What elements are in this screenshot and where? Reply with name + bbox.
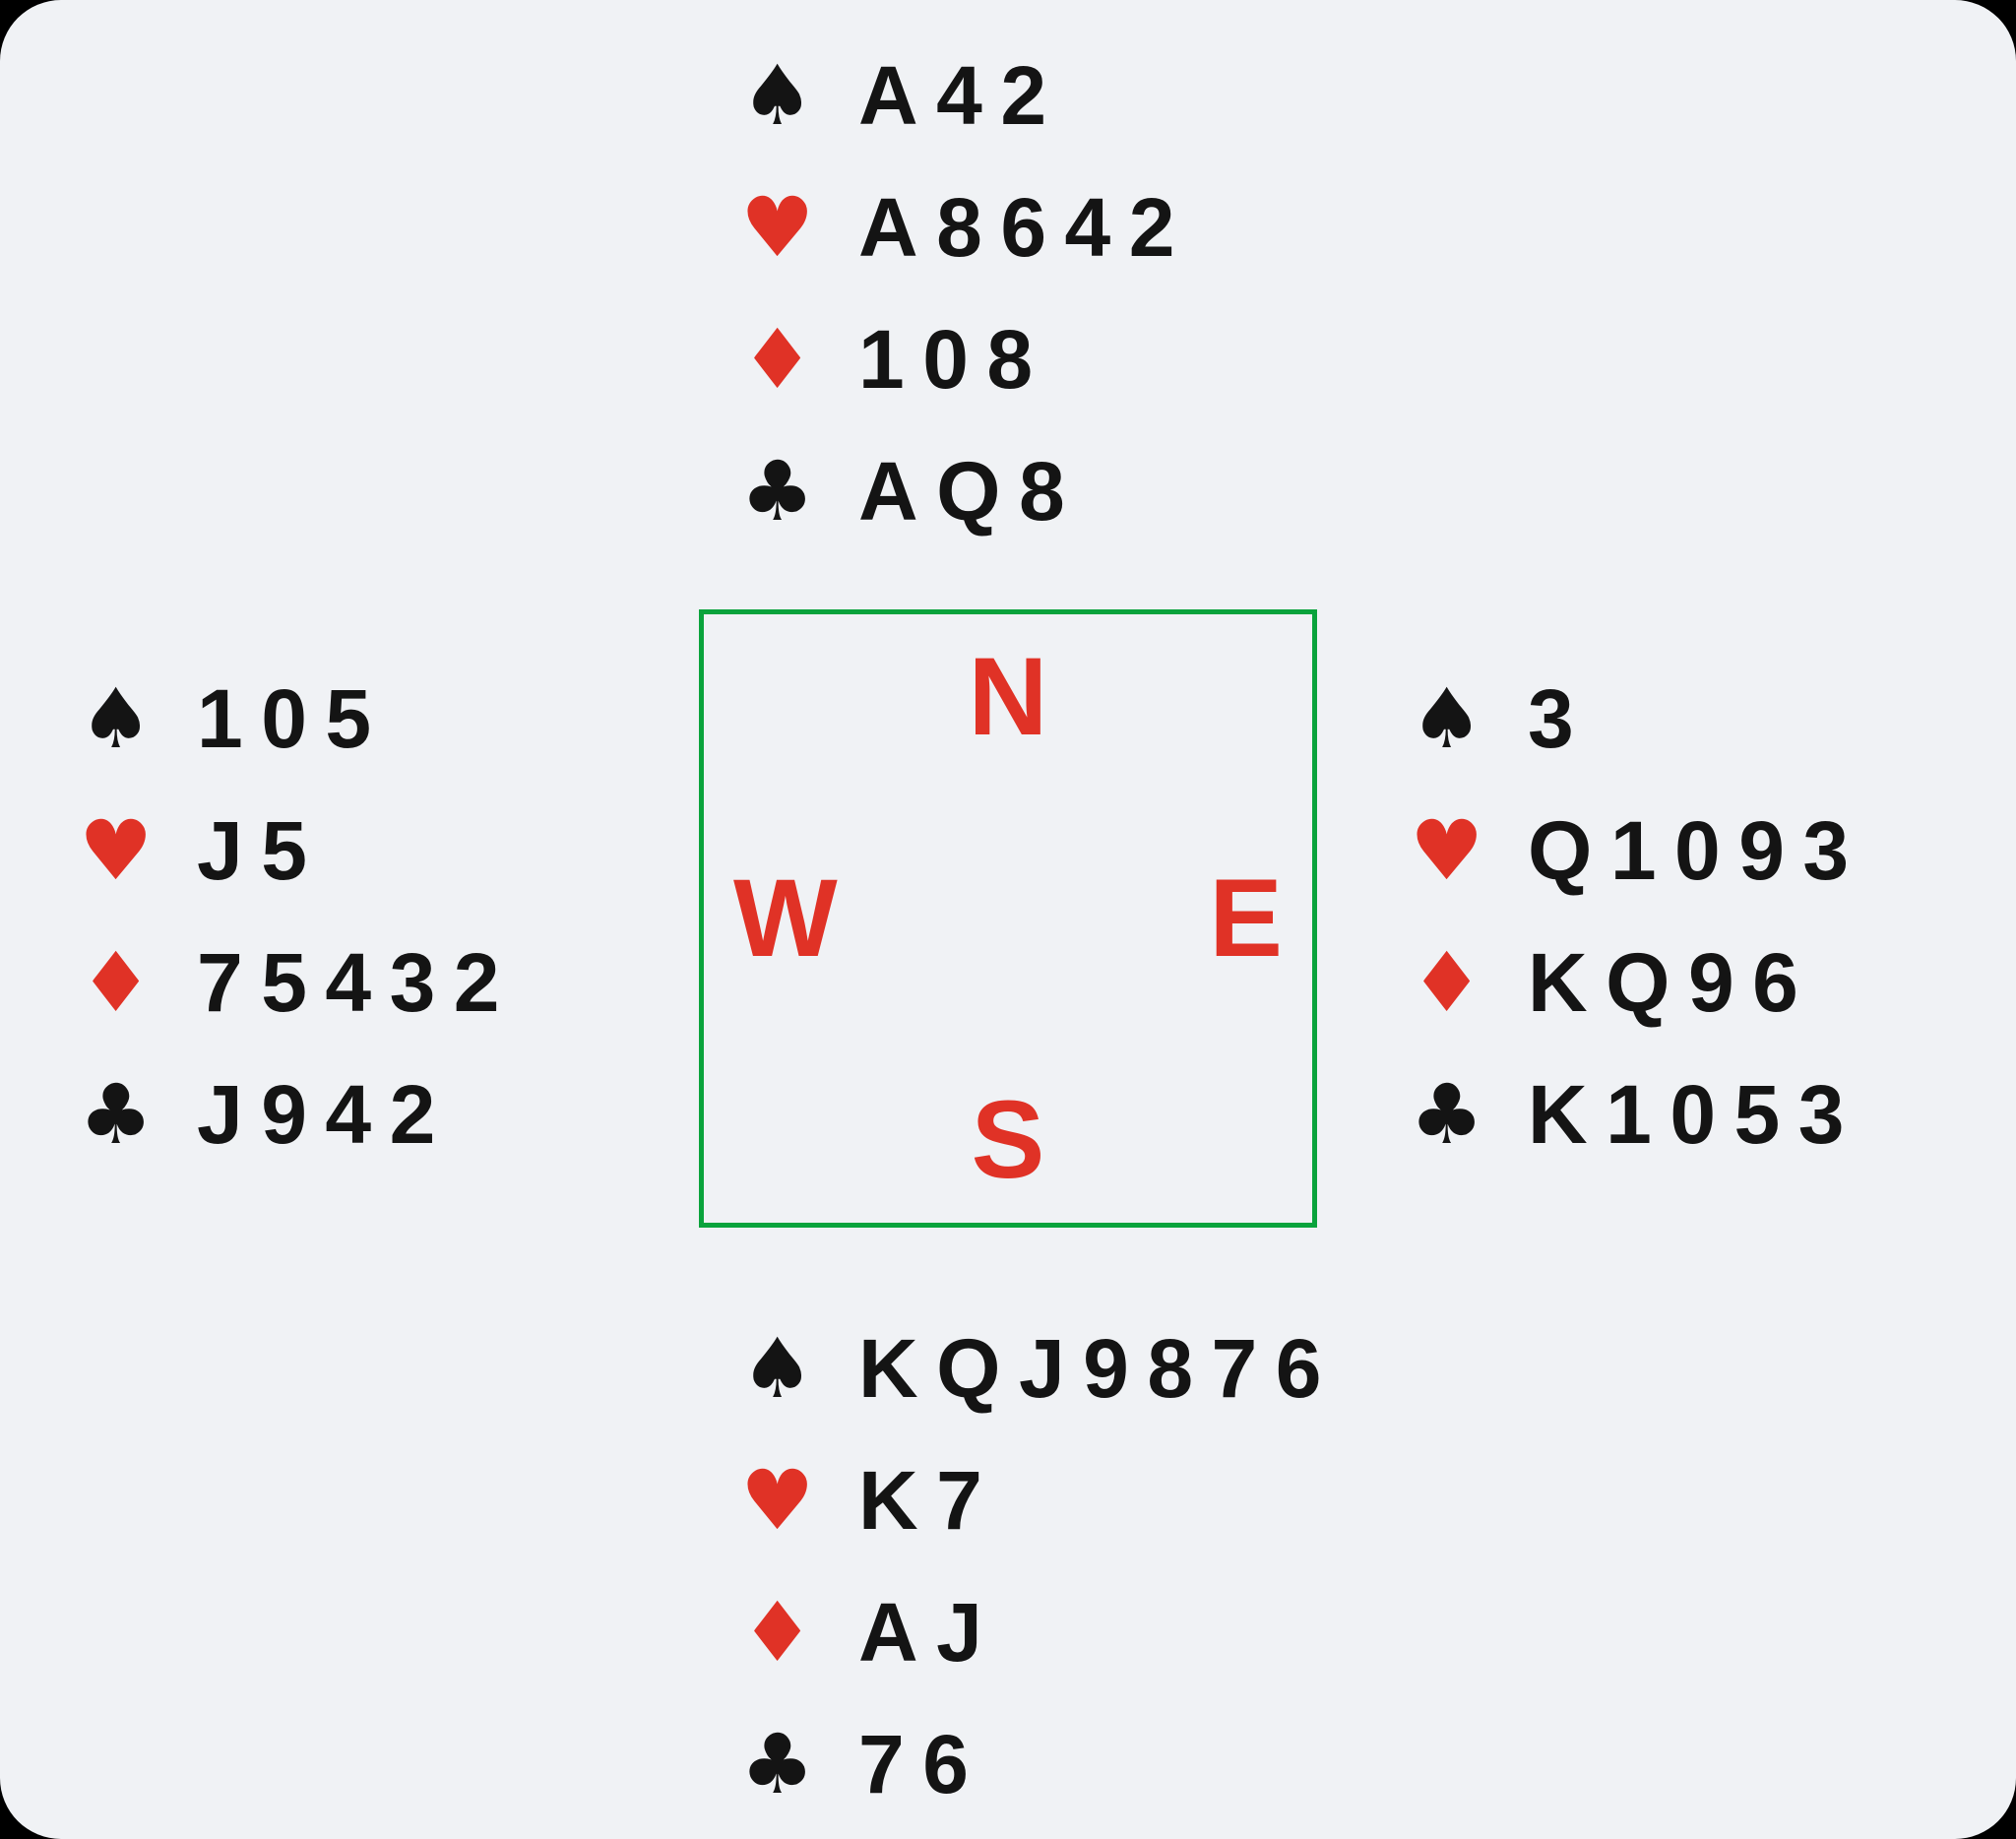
west-clubs-row: ♣ J942 bbox=[79, 1048, 518, 1180]
east-diamonds-cards: KQ96 bbox=[1528, 936, 1817, 1029]
diamond-icon: ♦ bbox=[740, 1584, 815, 1680]
club-icon: ♣ bbox=[1410, 1066, 1484, 1163]
hand-west: ♠ 105 ♥ J5 ♦ 75432 ♣ J942 bbox=[79, 653, 518, 1180]
north-hearts-cards: A8642 bbox=[858, 181, 1193, 274]
west-hearts-row: ♥ J5 bbox=[79, 785, 518, 917]
spade-icon: ♠ bbox=[740, 47, 815, 144]
west-spades-cards: 105 bbox=[197, 672, 390, 765]
east-clubs-cards: K1053 bbox=[1528, 1068, 1862, 1161]
club-icon: ♣ bbox=[79, 1066, 154, 1163]
west-clubs-cards: J942 bbox=[197, 1068, 454, 1161]
spade-icon: ♠ bbox=[79, 670, 154, 767]
east-hearts-cards: Q1093 bbox=[1528, 804, 1867, 897]
north-clubs-cards: AQ8 bbox=[858, 445, 1084, 538]
south-clubs-cards: 76 bbox=[858, 1718, 987, 1810]
compass-west-label: W bbox=[733, 856, 838, 980]
compass-south-label: S bbox=[971, 1078, 1045, 1201]
north-hearts-row: ♥ A8642 bbox=[740, 161, 1193, 293]
east-hearts-row: ♥ Q1093 bbox=[1410, 785, 1867, 917]
east-spades-row: ♠ 3 bbox=[1410, 653, 1867, 785]
south-diamonds-row: ♦ AJ bbox=[740, 1566, 1340, 1698]
north-spades-cards: A42 bbox=[858, 49, 1065, 142]
west-diamonds-cards: 75432 bbox=[197, 936, 518, 1029]
diamond-icon: ♦ bbox=[740, 311, 815, 408]
south-clubs-row: ♣ 76 bbox=[740, 1698, 1340, 1830]
compass-box: N W E S bbox=[699, 609, 1317, 1228]
south-spades-cards: KQJ9876 bbox=[858, 1322, 1340, 1415]
diamond-icon: ♦ bbox=[79, 934, 154, 1031]
spade-icon: ♠ bbox=[1410, 670, 1484, 767]
south-spades-row: ♠ KQJ9876 bbox=[740, 1302, 1340, 1434]
north-spades-row: ♠ A42 bbox=[740, 30, 1193, 161]
south-diamonds-cards: AJ bbox=[858, 1586, 1001, 1679]
club-icon: ♣ bbox=[740, 1716, 815, 1812]
west-hearts-cards: J5 bbox=[197, 804, 326, 897]
east-diamonds-row: ♦ KQ96 bbox=[1410, 917, 1867, 1048]
north-diamonds-cards: 108 bbox=[858, 313, 1051, 406]
east-spades-cards: 3 bbox=[1528, 672, 1593, 765]
diamond-icon: ♦ bbox=[1410, 934, 1484, 1031]
compass-east-label: E bbox=[1209, 856, 1283, 980]
heart-icon: ♥ bbox=[79, 802, 154, 899]
hand-north: ♠ A42 ♥ A8642 ♦ 108 ♣ AQ8 bbox=[740, 30, 1193, 557]
heart-icon: ♥ bbox=[740, 1452, 815, 1549]
hand-east: ♠ 3 ♥ Q1093 ♦ KQ96 ♣ K1053 bbox=[1410, 653, 1867, 1180]
west-diamonds-row: ♦ 75432 bbox=[79, 917, 518, 1048]
compass-north-label: N bbox=[968, 635, 1048, 758]
heart-icon: ♥ bbox=[740, 179, 815, 276]
south-hearts-row: ♥ K7 bbox=[740, 1434, 1340, 1566]
east-clubs-row: ♣ K1053 bbox=[1410, 1048, 1867, 1180]
club-icon: ♣ bbox=[740, 443, 815, 539]
west-spades-row: ♠ 105 bbox=[79, 653, 518, 785]
north-clubs-row: ♣ AQ8 bbox=[740, 425, 1193, 557]
south-hearts-cards: K7 bbox=[858, 1454, 1001, 1547]
hand-south: ♠ KQJ9876 ♥ K7 ♦ AJ ♣ 76 bbox=[740, 1302, 1340, 1830]
north-diamonds-row: ♦ 108 bbox=[740, 293, 1193, 425]
spade-icon: ♠ bbox=[740, 1320, 815, 1417]
heart-icon: ♥ bbox=[1410, 802, 1484, 899]
